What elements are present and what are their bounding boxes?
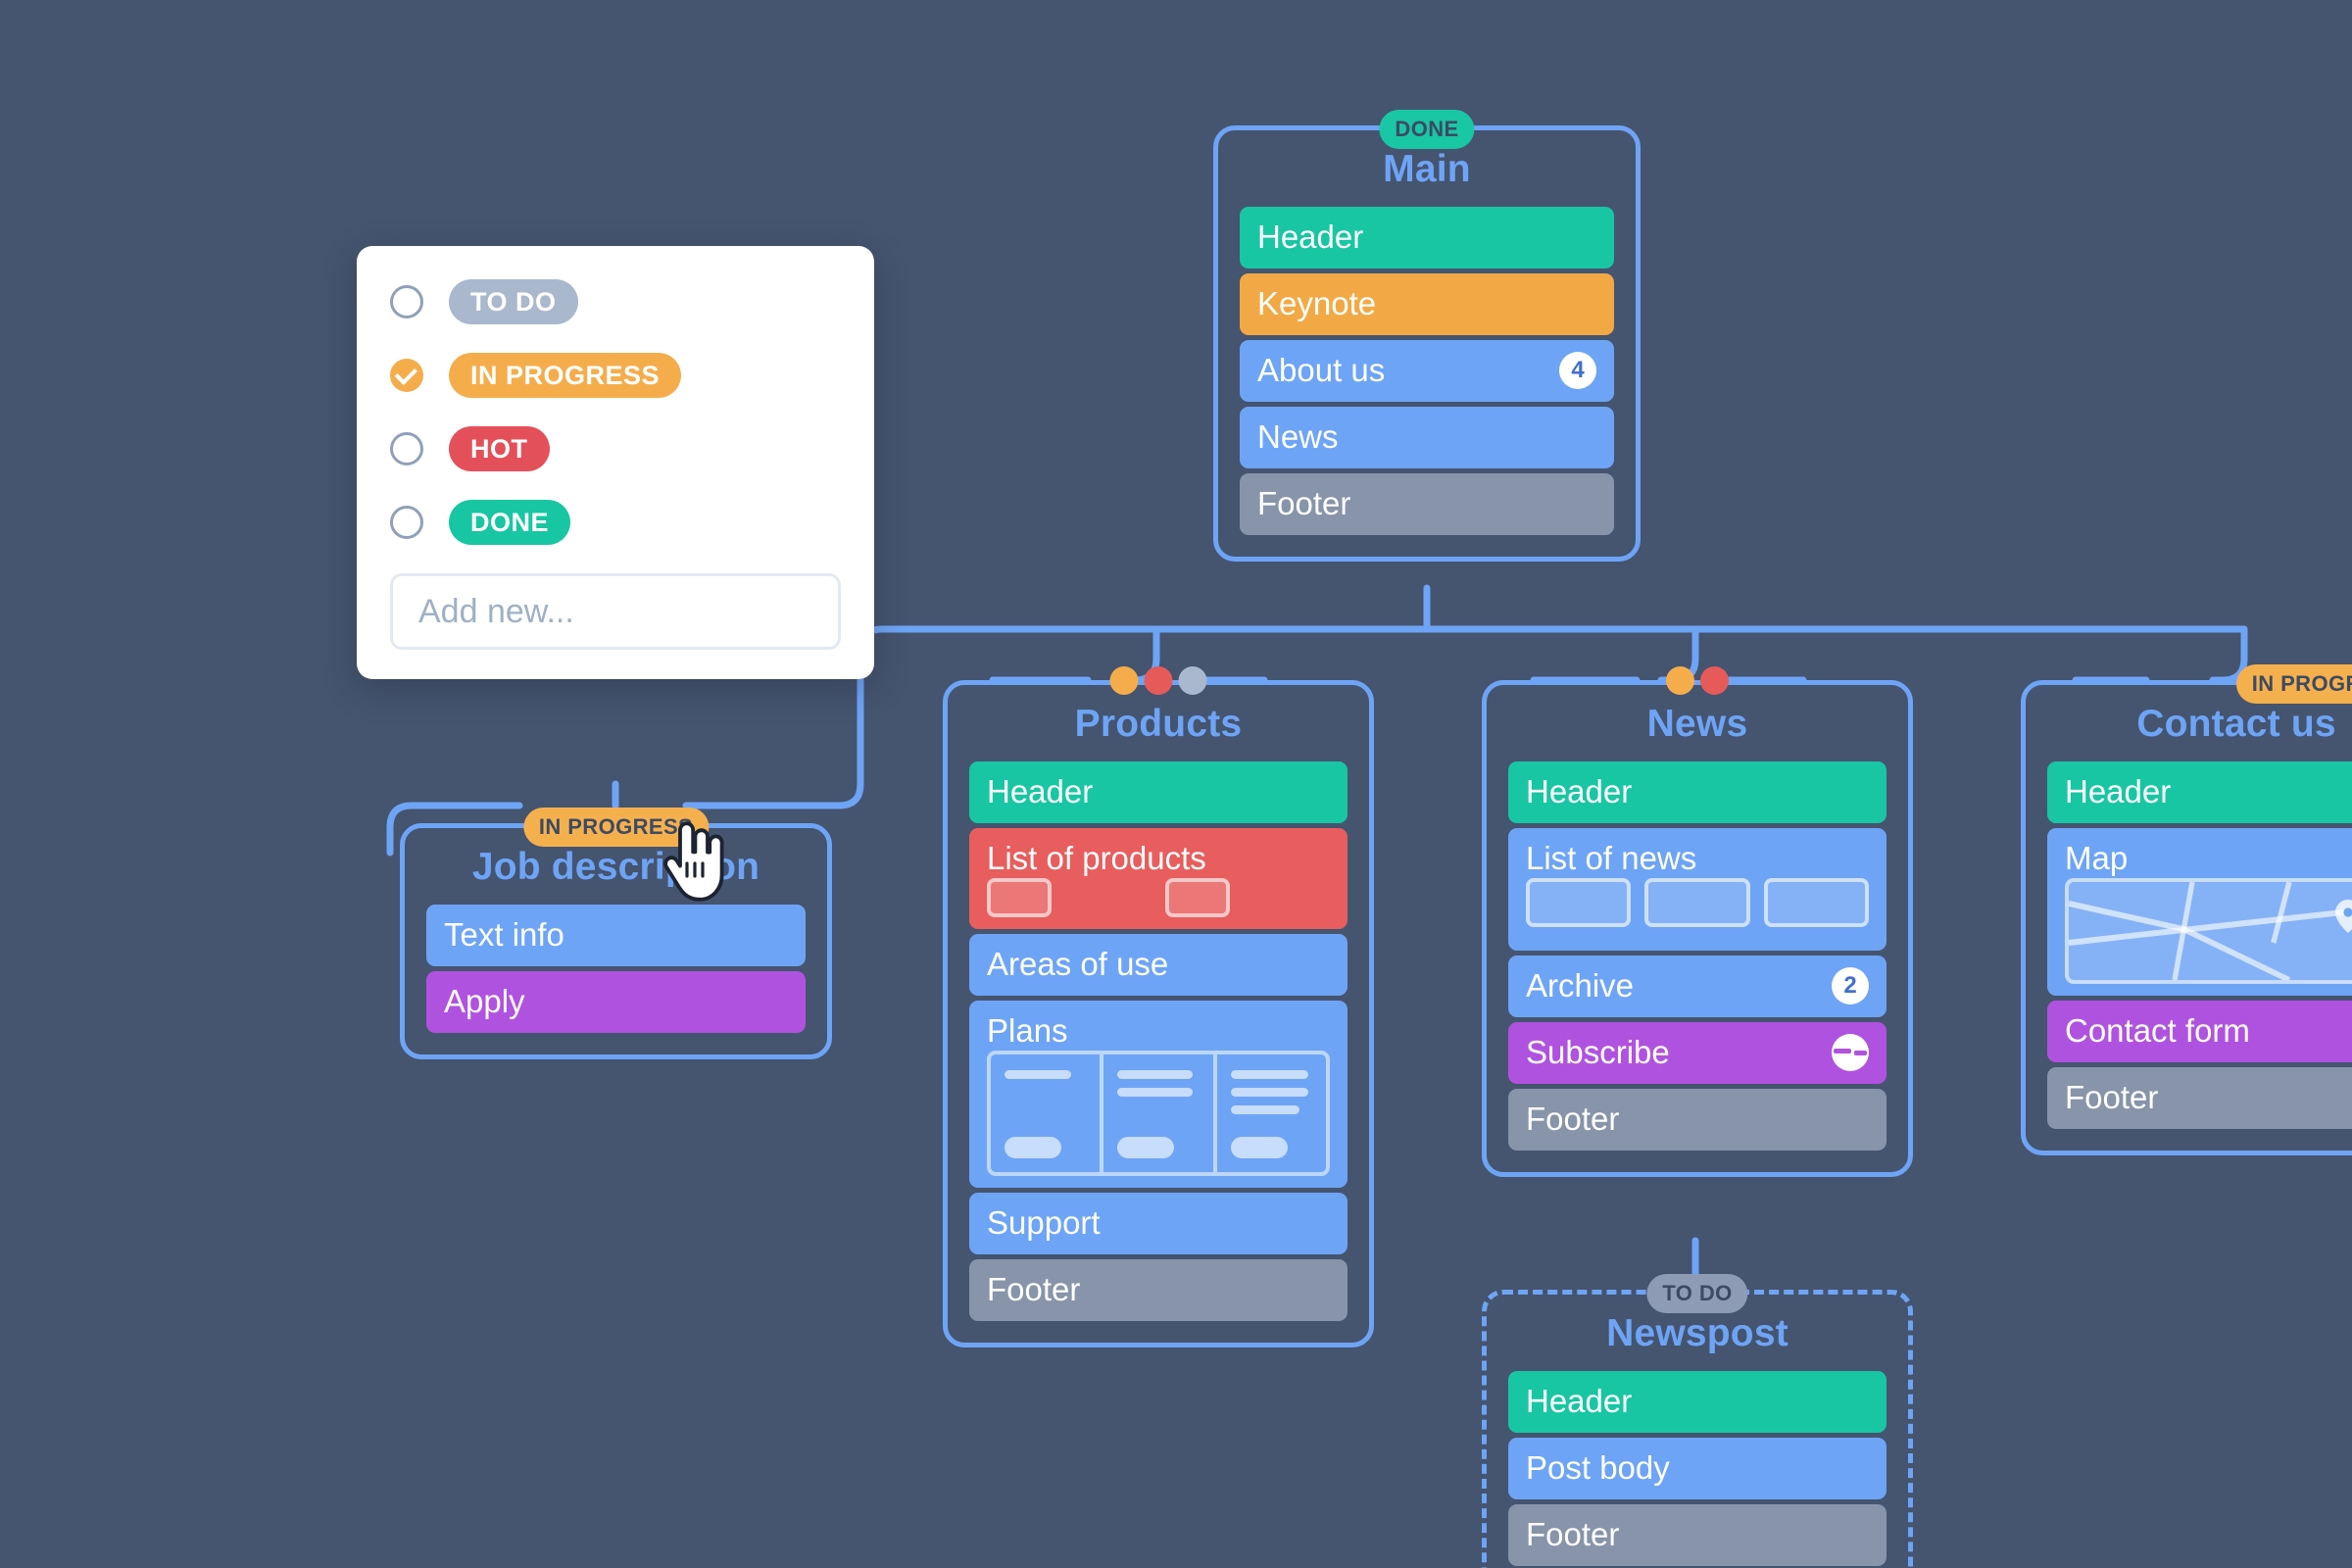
status-pill-main[interactable]: DONE xyxy=(1379,110,1475,149)
row-products-header[interactable]: Header xyxy=(969,761,1348,823)
row-contact-header[interactable]: Header xyxy=(2047,761,2352,823)
status-option-todo[interactable]: TO DO xyxy=(390,279,841,324)
node-title-job-description: Job description xyxy=(471,846,760,888)
product-thumb-icon xyxy=(1165,877,1230,917)
news-cards-skeleton xyxy=(1526,877,1869,939)
status-option-hot[interactable]: HOT xyxy=(390,426,841,471)
node-title-products: Products xyxy=(1074,703,1243,745)
row-contact-form[interactable]: Contact form xyxy=(2047,1000,2352,1062)
row-main-footer[interactable]: Footer xyxy=(1240,472,1614,535)
node-contact-us[interactable]: IN PROGRESS Contact us Header Map xyxy=(2021,664,2352,1155)
node-products[interactable]: Products Header List of products xyxy=(943,666,1374,1348)
row-products-areas-of-use[interactable]: Areas of use xyxy=(969,933,1348,996)
plan-card xyxy=(1217,1054,1326,1172)
map-roads-icon xyxy=(2069,881,2352,980)
status-pill-job-description[interactable]: IN PROGRESS xyxy=(522,808,710,847)
node-newspost[interactable]: TO DO Newspost Header Post body Footer xyxy=(1482,1274,1913,1568)
status-option-in-progress[interactable]: IN PROGRESS xyxy=(390,353,841,398)
status-tag-hot: HOT xyxy=(449,426,550,471)
status-dot-todo-icon[interactable] xyxy=(1178,666,1207,695)
row-news-header[interactable]: Header xyxy=(1508,761,1886,823)
node-news[interactable]: News Header List of news xyxy=(1482,666,1913,1177)
status-pill-contact-us[interactable]: IN PROGRESS xyxy=(2235,664,2352,704)
status-legend-panel: TO DO IN PROGRESS HOT DONE Add new... xyxy=(357,246,874,679)
product-thumb-icon xyxy=(987,877,1052,917)
row-newspost-post-body[interactable]: Post body xyxy=(1508,1437,1886,1499)
count-badge: 4 xyxy=(1559,352,1596,390)
status-tag-in-progress: IN PROGRESS xyxy=(449,353,682,398)
map-pin-icon xyxy=(2335,899,2352,933)
status-dot-hot-icon[interactable] xyxy=(1700,666,1729,695)
status-pill-newspost[interactable]: TO DO xyxy=(1646,1274,1748,1313)
row-contact-footer[interactable]: Footer xyxy=(2047,1066,2352,1129)
status-dot-in-progress-icon[interactable] xyxy=(1666,666,1694,695)
status-tag-done: DONE xyxy=(449,500,571,545)
row-news-footer[interactable]: Footer xyxy=(1508,1088,1886,1151)
row-main-news[interactable]: News xyxy=(1240,406,1614,468)
news-thumb-icon xyxy=(1763,877,1869,927)
node-title-main: Main xyxy=(1383,148,1471,190)
row-news-archive[interactable]: Archive 2 xyxy=(1508,955,1886,1017)
row-job-apply[interactable]: Apply xyxy=(426,970,806,1033)
row-main-keynote[interactable]: Keynote xyxy=(1240,272,1614,335)
row-newspost-footer[interactable]: Footer xyxy=(1508,1503,1886,1566)
status-dot-hot-icon[interactable] xyxy=(1144,666,1173,695)
row-main-header[interactable]: Header xyxy=(1240,207,1614,269)
plans-skeleton xyxy=(987,1050,1330,1176)
radio-done[interactable] xyxy=(390,506,423,539)
node-title-news: News xyxy=(1646,703,1748,745)
node-job-description[interactable]: IN PROGRESS Job description Text info Ap… xyxy=(400,808,832,1059)
product-list-skeleton xyxy=(987,877,1330,917)
status-dots-products[interactable] xyxy=(1109,666,1207,695)
status-dots-news[interactable] xyxy=(1666,666,1729,695)
status-dot-in-progress-icon[interactable] xyxy=(1109,666,1139,695)
count-badge: 2 xyxy=(1832,967,1869,1005)
add-new-status-input[interactable]: Add new... xyxy=(390,573,841,650)
radio-todo[interactable] xyxy=(390,285,423,318)
news-thumb-icon xyxy=(1644,877,1750,927)
news-thumb-icon xyxy=(1526,877,1632,927)
note-icon xyxy=(1832,1034,1869,1072)
status-tag-todo: TO DO xyxy=(449,279,578,324)
row-products-support[interactable]: Support xyxy=(969,1192,1348,1254)
node-title-newspost: Newspost xyxy=(1606,1312,1788,1354)
row-products-footer[interactable]: Footer xyxy=(969,1258,1348,1321)
add-new-placeholder: Add new... xyxy=(418,592,574,630)
status-option-done[interactable]: DONE xyxy=(390,500,841,545)
row-products-plans[interactable]: Plans xyxy=(969,1000,1348,1188)
map-skeleton xyxy=(2065,877,2352,984)
row-newspost-header[interactable]: Header xyxy=(1508,1371,1886,1433)
radio-hot[interactable] xyxy=(390,432,423,466)
plan-card xyxy=(1103,1054,1217,1172)
row-news-subscribe[interactable]: Subscribe xyxy=(1508,1021,1886,1084)
plan-card xyxy=(991,1054,1104,1172)
row-news-list-of-news[interactable]: List of news xyxy=(1508,827,1886,951)
row-contact-map[interactable]: Map xyxy=(2047,827,2352,996)
row-products-list-of-products[interactable]: List of products xyxy=(969,827,1348,929)
radio-in-progress[interactable] xyxy=(390,359,423,392)
node-title-contact-us: Contact us xyxy=(2136,703,2336,745)
row-main-about-us[interactable]: About us 4 xyxy=(1240,339,1614,402)
node-main[interactable]: DONE Main Header Keynote About us 4 News… xyxy=(1213,110,1641,562)
row-job-text-info[interactable]: Text info xyxy=(426,905,806,966)
